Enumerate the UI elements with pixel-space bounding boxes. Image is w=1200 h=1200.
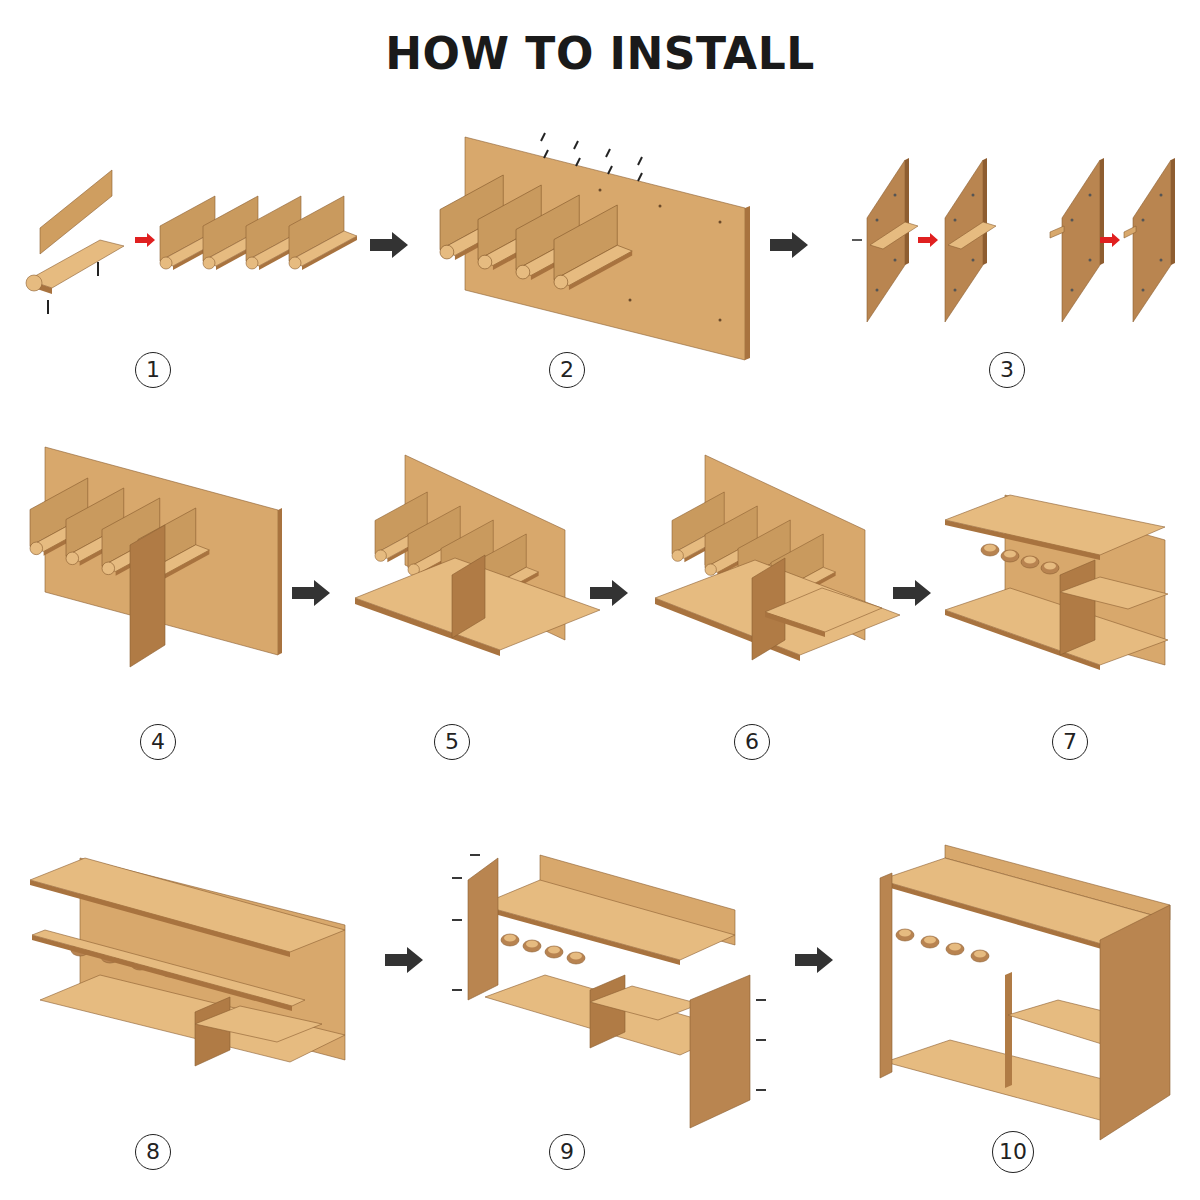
step-number-circle: 5	[434, 724, 470, 760]
step-number-circle: 10	[992, 1131, 1034, 1173]
step-number: 9	[560, 1141, 574, 1163]
step-number: 6	[745, 731, 759, 753]
step-number: 5	[445, 731, 459, 753]
step-number-circle: 8	[135, 1134, 171, 1170]
step-number: 2	[560, 359, 574, 381]
step-number-circle: 7	[1052, 724, 1088, 760]
title: HOW TO INSTALL	[0, 28, 1200, 81]
step-number-circle: 1	[135, 352, 171, 388]
step-number: 10	[999, 1141, 1027, 1163]
step-number-circle: 2	[549, 352, 585, 388]
step-number: 8	[146, 1141, 160, 1163]
step-number: 1	[146, 359, 160, 381]
step-number-circle: 4	[140, 724, 176, 760]
step-number: 7	[1063, 731, 1077, 753]
step-number-circle: 9	[549, 1134, 585, 1170]
step-number: 3	[1000, 359, 1014, 381]
step-number-circle: 6	[734, 724, 770, 760]
step-number-circle: 3	[989, 352, 1025, 388]
step-number: 4	[151, 731, 165, 753]
